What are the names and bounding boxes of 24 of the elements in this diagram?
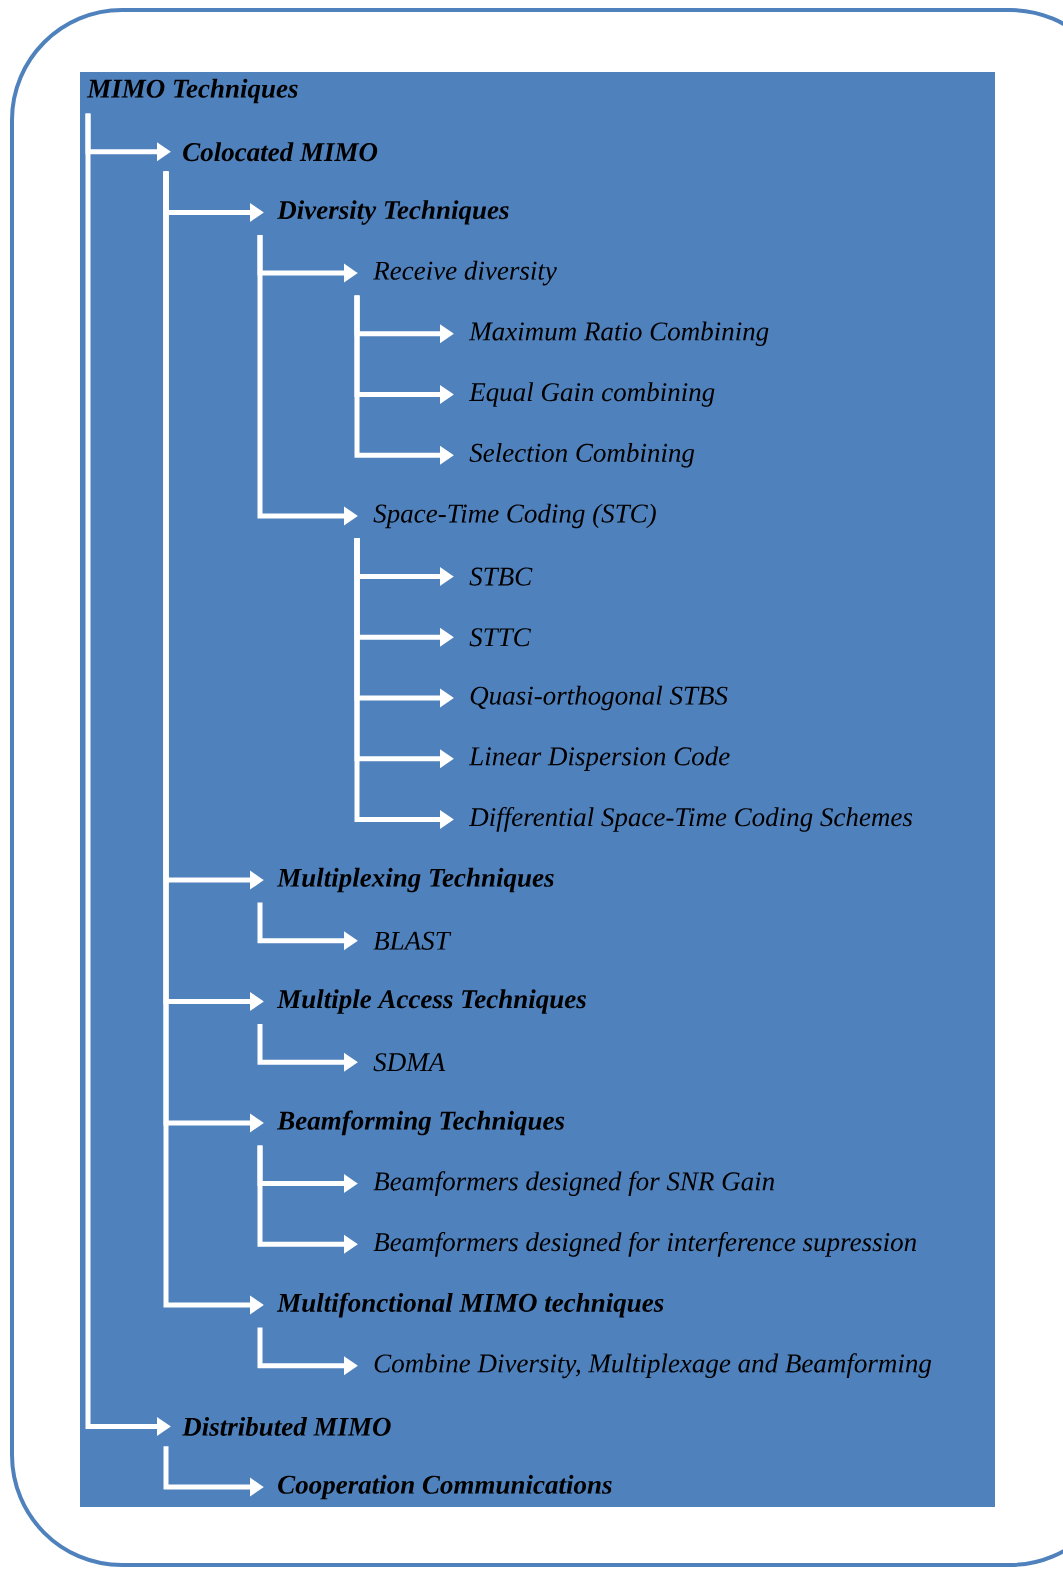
item-text: Receive diversity	[373, 260, 557, 286]
item-text: STBC	[469, 567, 533, 586]
heading-text: Distributed MIMO	[182, 1416, 391, 1436]
heading-text: Multifonctional MIMO techniques	[276, 1292, 664, 1318]
item-text: Equal Gain combining	[468, 382, 715, 407]
item-text: Beamformers designed for SNR Gain	[373, 1171, 775, 1196]
heading-text: MIMO Techniques	[86, 78, 298, 104]
item-text: Combine Diversity, Multiplexage and Beamforming	[374, 1353, 932, 1379]
heading-text: Colocated MIMO	[183, 142, 378, 162]
item-text: SDMA	[373, 1053, 446, 1072]
heading-text: Multiple Access Techniques	[276, 989, 586, 1014]
item-text: BLAST	[373, 931, 452, 950]
item-text: Linear Dispersion Code	[468, 746, 730, 771]
item-text: Quasi-orthogonal STBS	[470, 685, 728, 711]
item-text: STTC	[469, 628, 531, 647]
heading-text: Multiplexing Techniques	[276, 867, 554, 893]
item-text: Space-Time Coding (STC)	[373, 503, 656, 529]
heading-text: Diversity Techniques	[277, 200, 509, 225]
heading-text: Beamforming Techniques	[276, 1110, 565, 1136]
item-text: Differential Space-Time Coding Schemes	[468, 807, 913, 832]
item-text: Maximum Ratio Combining	[468, 321, 769, 347]
heading-text: Cooperation Communications	[278, 1474, 612, 1500]
item-text: Beamformers designed for interference supression	[373, 1231, 916, 1257]
item-text: Selection Combining	[469, 442, 695, 468]
